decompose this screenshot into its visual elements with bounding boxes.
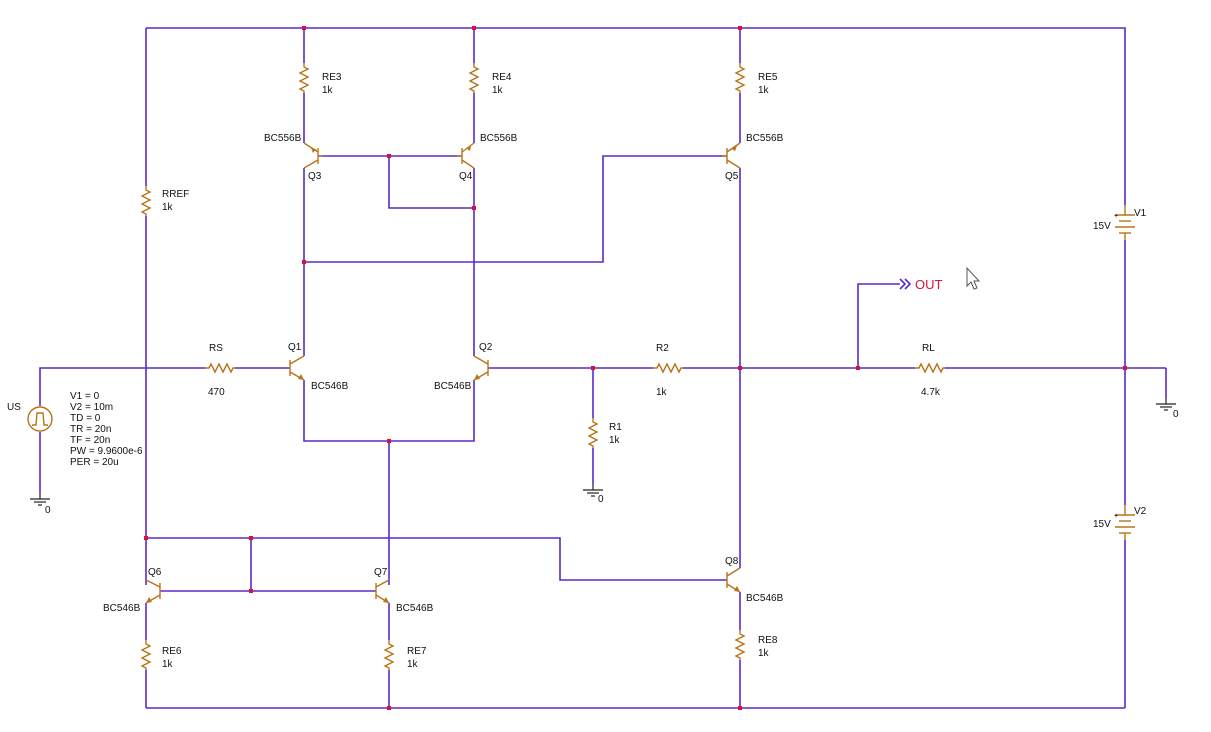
ground-rl: 0 [1155, 397, 1179, 420]
q6-model: BC546B [103, 603, 141, 614]
transistor-q8[interactable]: Q8 BC546B [725, 556, 784, 604]
q6-name: Q6 [148, 567, 162, 578]
r1-value: 1k [609, 435, 621, 446]
transistor-q2[interactable]: Q2 BC546B [434, 342, 493, 392]
re8-value: 1k [758, 648, 770, 659]
v1-name: V1 [1134, 208, 1147, 219]
us-param-4: TF = 20n [70, 435, 110, 446]
out-port[interactable]: OUT [899, 277, 943, 292]
q3-name: Q3 [308, 171, 322, 182]
q8-model: BC546B [746, 593, 784, 604]
resistor-re4[interactable]: RE4 1k [469, 62, 512, 96]
v2-name: V2 [1134, 506, 1147, 517]
q8-name: Q8 [725, 556, 739, 567]
re5-value: 1k [758, 85, 770, 96]
q2-name: Q2 [479, 342, 493, 353]
q5-name: Q5 [725, 171, 739, 182]
rs-value: 470 [208, 387, 225, 398]
rl-value: 4.7k [921, 387, 941, 398]
re7-name: RE7 [407, 646, 427, 657]
mouse-cursor-icon [966, 266, 981, 290]
resistor-r2[interactable]: R2 1k [652, 343, 684, 398]
re3-name: RE3 [322, 72, 342, 83]
transistor-q1[interactable]: Q1 BC546B [288, 342, 349, 392]
v2-value: 15V [1093, 519, 1111, 530]
re6-value: 1k [162, 659, 174, 670]
wires [39, 27, 1167, 709]
rl-name: RL [922, 343, 935, 354]
us-param-1: V2 = 10m [70, 402, 113, 413]
q4-model: BC556B [480, 133, 518, 144]
r1-name: R1 [609, 422, 622, 433]
resistor-rl[interactable]: RL 4.7k [914, 343, 946, 398]
re4-value: 1k [492, 85, 504, 96]
v1-plus-sign: + [1114, 213, 1118, 220]
v2-plus-sign: + [1114, 513, 1118, 520]
pulse-source-us[interactable]: US V1 = 0 V2 = 10m TD = 0 TR = 20n TF = … [7, 391, 143, 468]
re8-name: RE8 [758, 635, 778, 646]
ground-us-label: 0 [45, 505, 51, 516]
battery-v2[interactable]: + V2 15V [1093, 505, 1147, 540]
q1-model: BC546B [311, 381, 349, 392]
q4-name: Q4 [459, 171, 473, 182]
re7-value: 1k [407, 659, 419, 670]
ground-r1: 0 [582, 483, 604, 505]
q3-model: BC556B [264, 133, 302, 144]
us-param-3: TR = 20n [70, 424, 111, 435]
re3-value: 1k [322, 85, 334, 96]
resistor-rref[interactable]: RREF 1k [141, 185, 189, 217]
q1-name: Q1 [288, 342, 302, 353]
transistor-q4[interactable]: BC556B Q4 [457, 133, 518, 182]
resistor-re7[interactable]: RE7 1k [384, 639, 427, 671]
ground-rl-label: 0 [1173, 409, 1179, 420]
transistor-q7[interactable]: Q7 BC546B [374, 567, 434, 614]
ground-us: 0 [29, 492, 51, 516]
resistor-rs[interactable]: RS 470 [204, 343, 236, 398]
q7-model: BC546B [396, 603, 434, 614]
rs-name: RS [209, 343, 223, 354]
v1-value: 15V [1093, 221, 1111, 232]
resistor-re8[interactable]: RE8 1k [735, 629, 778, 661]
us-param-5: PW = 9.9600e-6 [70, 446, 143, 457]
r2-name: R2 [656, 343, 669, 354]
q7-name: Q7 [374, 567, 388, 578]
transistor-q3[interactable]: BC556B Q3 [264, 133, 323, 182]
rref-value: 1k [162, 202, 174, 213]
r2-value: 1k [656, 387, 668, 398]
re4-name: RE4 [492, 72, 512, 83]
battery-v1[interactable]: + V1 15V [1093, 205, 1147, 240]
out-label: OUT [915, 277, 943, 292]
re5-name: RE5 [758, 72, 778, 83]
transistor-q5[interactable]: BC556B Q5 [722, 133, 784, 182]
resistor-re5[interactable]: RE5 1k [735, 62, 778, 96]
resistor-re3[interactable]: RE3 1k [299, 62, 342, 96]
transistor-q6[interactable]: Q6 BC546B [103, 567, 162, 614]
resistor-r1[interactable]: R1 1k [588, 417, 622, 449]
ground-r1-label: 0 [598, 494, 604, 505]
q5-model: BC556B [746, 133, 784, 144]
us-param-2: TD = 0 [70, 413, 101, 424]
re6-name: RE6 [162, 646, 182, 657]
q2-model: BC546B [434, 381, 472, 392]
junction-nodes [144, 26, 1127, 710]
us-param-0: V1 = 0 [70, 391, 100, 402]
us-param-6: PER = 20u [70, 457, 119, 468]
resistor-re6[interactable]: RE6 1k [141, 639, 182, 671]
rref-name: RREF [162, 189, 189, 200]
us-name: US [7, 402, 21, 413]
